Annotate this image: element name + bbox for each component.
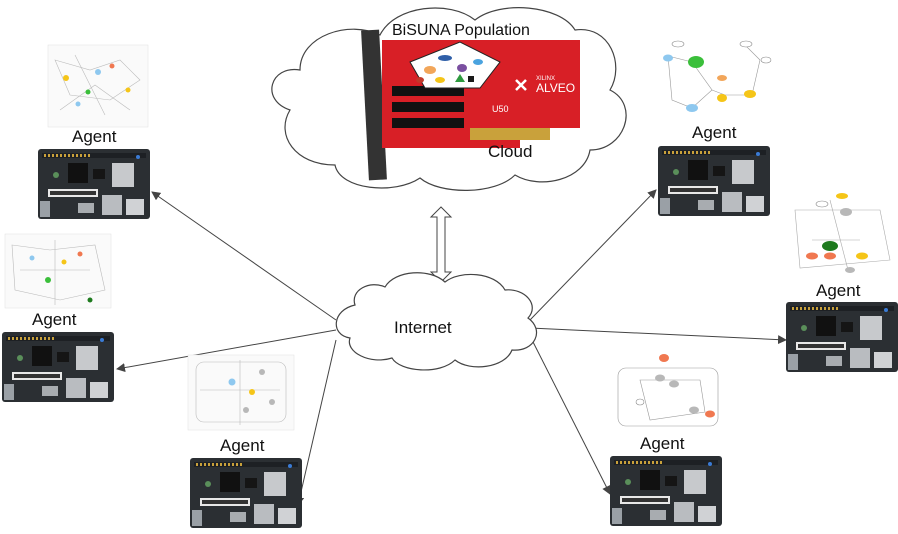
arrow-to-agent-5 (529, 327, 787, 345)
board-agent-3 (190, 458, 302, 528)
board-agent-1 (38, 149, 150, 219)
card-brand: XILINX (536, 76, 555, 82)
population-title: BiSUNA Population (392, 22, 530, 39)
internet-label: Internet (394, 318, 452, 337)
arrow-to-agent-6 (529, 335, 611, 495)
board-agent-6 (610, 456, 722, 526)
graph-agent-4 (663, 40, 772, 112)
card-product: ALVEO (536, 81, 575, 95)
graph-agent-2 (4, 233, 112, 309)
agent-label-2: Agent (32, 310, 77, 329)
cloud-label: Cloud (488, 142, 533, 161)
double-arrow-icon (429, 206, 453, 283)
graph-agent-1 (47, 44, 149, 128)
arrow-to-agent-1 (151, 191, 337, 321)
agent-label-3: Agent (220, 436, 265, 455)
board-agent-4 (658, 146, 770, 216)
connection-arrows (116, 189, 787, 506)
graph-agent-6 (617, 354, 719, 427)
card-model: U50 (492, 104, 509, 114)
board-agent-5 (786, 302, 898, 372)
internet-cloud-shape (335, 272, 538, 371)
agent-label-1: Agent (72, 127, 117, 146)
arrow-to-agent-4 (529, 189, 657, 321)
agent-label-5: Agent (816, 281, 861, 300)
board-agent-2 (2, 332, 114, 402)
alveo-card: ALVEO XILINX U50 (361, 29, 580, 181)
agent-label-6: Agent (640, 434, 685, 453)
agent-label-4: Agent (692, 123, 737, 142)
graph-agent-5 (794, 193, 891, 273)
graph-agent-3 (187, 354, 295, 431)
arrow-to-agent-2 (116, 329, 337, 373)
arrow-to-agent-3 (295, 339, 337, 506)
